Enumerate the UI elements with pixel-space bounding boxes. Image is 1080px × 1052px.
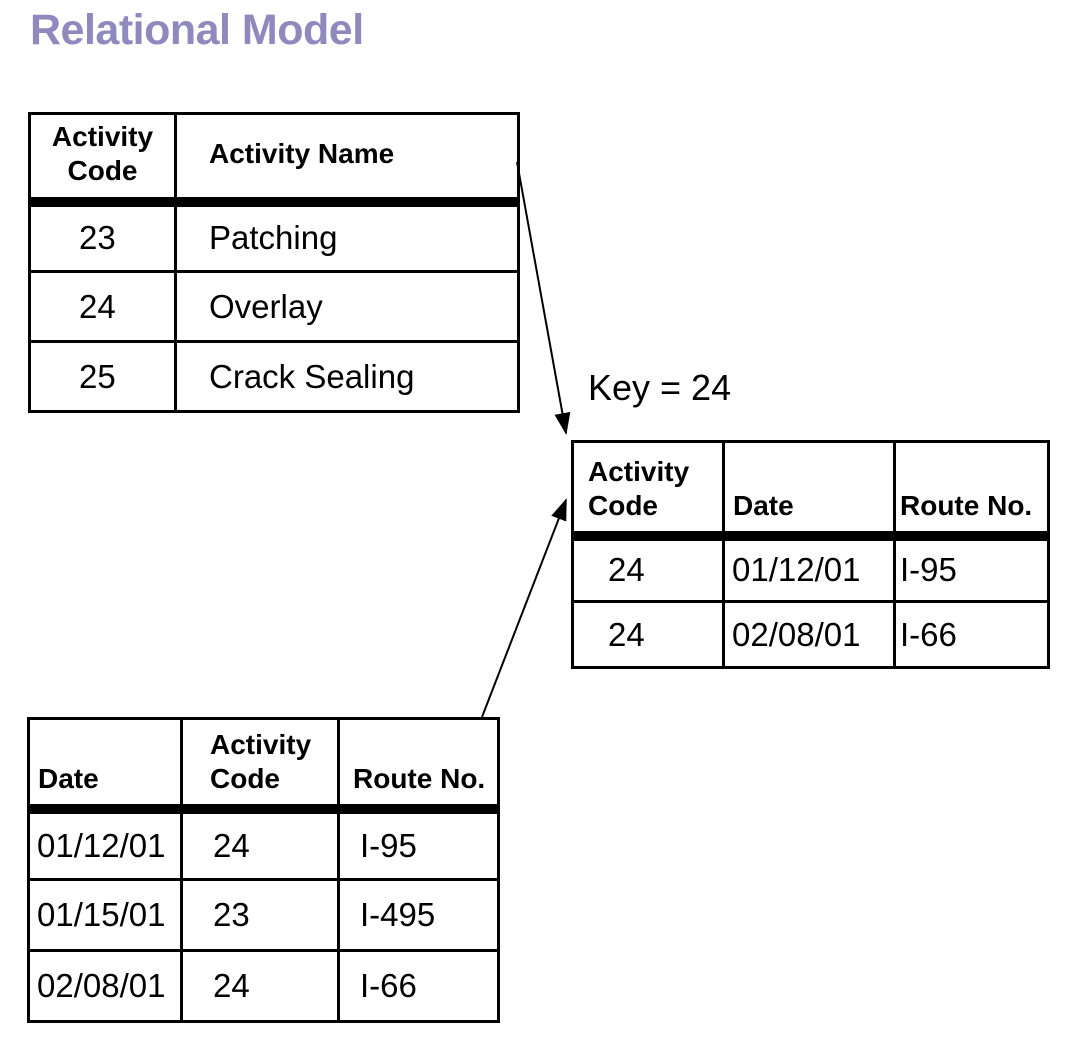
arrow-log-to-selected bbox=[481, 498, 567, 718]
selected-table-header-code: Activity Code bbox=[571, 440, 725, 541]
log-table-header-date: Date bbox=[27, 717, 183, 814]
table-row: 25 Crack Sealing bbox=[28, 340, 520, 413]
cell-activity-code: 24 bbox=[571, 534, 725, 603]
day-log-table: Date Activity Code Route No. 01/12/01 24… bbox=[27, 717, 500, 1023]
cell-activity-code: 23 bbox=[180, 878, 340, 952]
cell-activity-name: Overlay bbox=[174, 270, 520, 343]
table-row: 24 02/08/01 I-66 bbox=[571, 600, 1050, 669]
table-row: 01/12/01 24 I-95 bbox=[27, 807, 500, 881]
cell-activity-code: 24 bbox=[571, 600, 725, 669]
header-row: Activity Code Activity Name bbox=[28, 112, 520, 207]
cell-route: I-66 bbox=[893, 600, 1050, 669]
cell-date: 01/15/01 bbox=[27, 878, 183, 952]
key-annotation: Key = 24 bbox=[588, 367, 732, 408]
selected-table-header-date: Date bbox=[722, 440, 896, 541]
cell-activity-code: 24 bbox=[180, 807, 340, 881]
cell-activity-code: 23 bbox=[28, 200, 177, 273]
cell-date: 01/12/01 bbox=[722, 534, 896, 603]
cell-activity-name: Patching bbox=[174, 200, 520, 273]
selected-table-header-route: Route No. bbox=[893, 440, 1050, 541]
page-title: Relational Model bbox=[30, 6, 364, 54]
table-row: 24 01/12/01 I-95 bbox=[571, 534, 1050, 603]
cell-activity-name: Crack Sealing bbox=[174, 340, 520, 413]
table-row: 01/15/01 23 I-495 bbox=[27, 878, 500, 952]
table-row: 24 Overlay bbox=[28, 270, 520, 343]
cell-route: I-95 bbox=[337, 807, 500, 881]
cell-date: 02/08/01 bbox=[722, 600, 896, 669]
activity-table: Activity Code Activity Name 23 Patching … bbox=[28, 112, 520, 413]
activity-table-header-code: Activity Code bbox=[28, 112, 177, 207]
cell-date: 01/12/01 bbox=[27, 807, 183, 881]
cell-activity-code: 24 bbox=[180, 949, 340, 1023]
cell-route: I-66 bbox=[337, 949, 500, 1023]
header-row: Activity Code Date Route No. bbox=[571, 440, 1050, 541]
log-table-header-code: Activity Code bbox=[180, 717, 340, 814]
log-table-header-route: Route No. bbox=[337, 717, 500, 814]
selected-activity-table: Activity Code Date Route No. 24 01/12/01… bbox=[571, 440, 1050, 669]
cell-activity-code: 25 bbox=[28, 340, 177, 413]
arrow-activity-to-selected bbox=[516, 161, 571, 435]
table-row: 02/08/01 24 I-66 bbox=[27, 949, 500, 1023]
activity-table-header-name: Activity Name bbox=[174, 112, 520, 207]
header-row: Date Activity Code Route No. bbox=[27, 717, 500, 814]
table-row: 23 Patching bbox=[28, 200, 520, 273]
cell-route: I-95 bbox=[893, 534, 1050, 603]
cell-date: 02/08/01 bbox=[27, 949, 183, 1023]
cell-route: I-495 bbox=[337, 878, 500, 952]
cell-activity-code: 24 bbox=[28, 270, 177, 343]
